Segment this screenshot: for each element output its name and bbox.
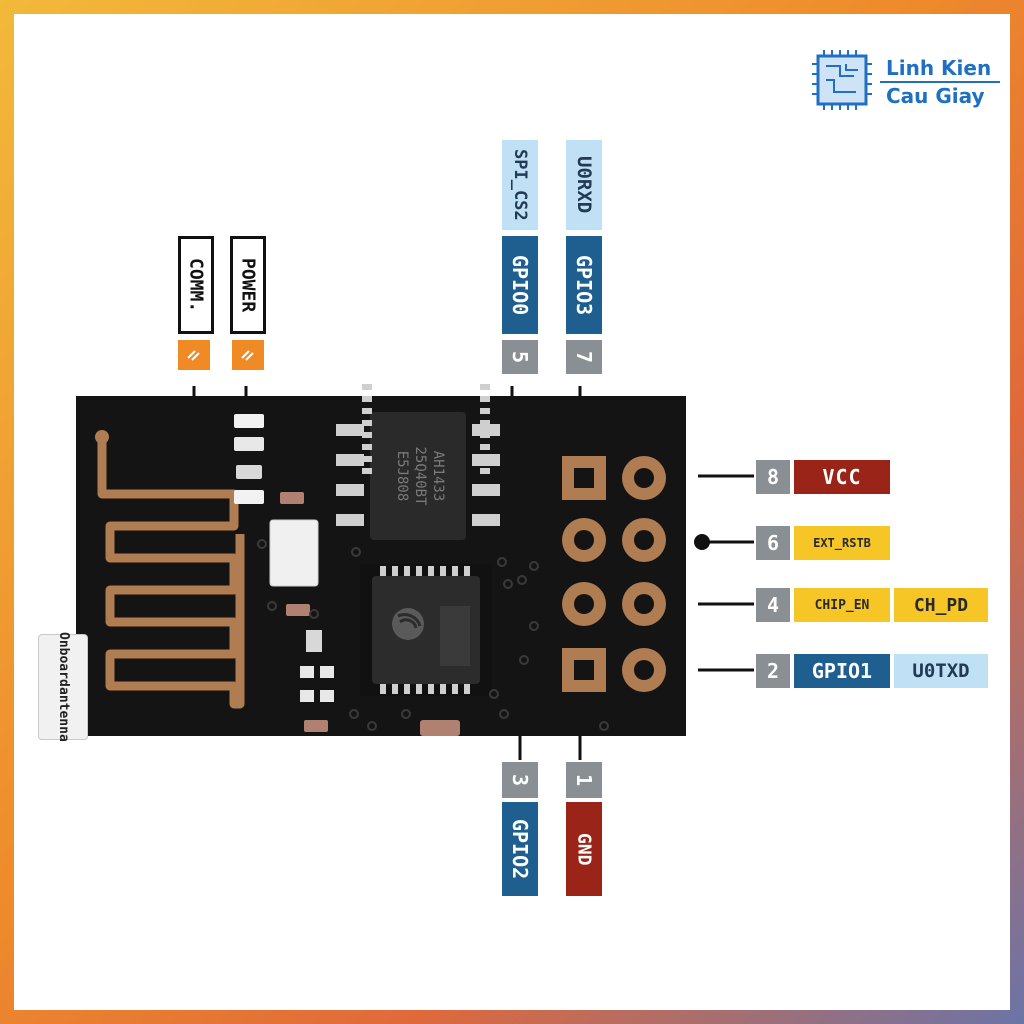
flash-chip: AH1433 25Q40BT E5J808 xyxy=(336,412,500,540)
flash-chip-mark-2: 25Q40BT xyxy=(412,446,428,506)
esp8266-chip xyxy=(360,384,492,696)
flash-chip-mark-1: AH1433 xyxy=(430,451,446,502)
pin2-name: GPIO1 xyxy=(794,654,890,688)
pin5-number: 5 xyxy=(502,340,538,374)
pin2-number: 2 xyxy=(756,654,790,688)
brand-divider xyxy=(880,81,1000,83)
pin6-name: EXT_RSTB xyxy=(794,526,890,560)
antenna-callout: Onboard antenna xyxy=(38,632,88,742)
pin1-number: 1 xyxy=(566,762,602,798)
antenna-callout-line-1: Onboard xyxy=(56,632,71,687)
brand-subtitle: Cau Giay xyxy=(886,84,985,108)
pin8-number: 8 xyxy=(756,460,790,494)
antenna-callout-line-2: antenna xyxy=(56,687,71,742)
espressif-logo-icon xyxy=(392,608,424,640)
flash-chip-mark-3: E5J808 xyxy=(394,451,410,502)
power-led xyxy=(234,414,264,428)
brand-logo: Linh Kien Cau Giay xyxy=(810,48,1010,118)
esp01-board-diagram: AH1433 25Q40BT E5J808 xyxy=(76,384,754,760)
pin4-alt: CH_PD xyxy=(894,588,988,622)
pin1-name: GND xyxy=(566,802,602,896)
pin7-function: U0RXD xyxy=(566,140,602,230)
power-led-label: POWER xyxy=(230,236,266,334)
comm-led-icon xyxy=(178,340,210,370)
pin7-number: 7 xyxy=(566,340,602,374)
vias xyxy=(257,539,609,731)
pin6-number: 6 xyxy=(756,526,790,560)
comm-led-label: COMM. xyxy=(178,236,214,334)
crystal xyxy=(269,519,319,587)
pin3-number: 3 xyxy=(502,762,538,798)
pin2-alt: U0TXD xyxy=(894,654,988,688)
pin7-gpio: GPIO3 xyxy=(566,236,602,334)
pin4-number: 4 xyxy=(756,588,790,622)
brand-title: Linh Kien xyxy=(886,56,992,80)
pin3-gpio: GPIO2 xyxy=(502,802,538,896)
chip-logo-icon xyxy=(812,50,872,110)
meander-antenna xyxy=(97,434,245,709)
diagram-canvas: Linh Kien Cau Giay xyxy=(14,14,1010,1010)
reset-dot xyxy=(694,534,710,550)
pin5-gpio: GPIO0 xyxy=(502,236,538,334)
power-led-icon xyxy=(232,340,264,370)
pin5-function: SPI_CS2 xyxy=(502,140,538,230)
pin-header xyxy=(562,456,666,692)
pin4-name: CHIP_EN xyxy=(794,588,890,622)
comm-led xyxy=(234,490,264,504)
pin8-name: VCC xyxy=(794,460,890,494)
